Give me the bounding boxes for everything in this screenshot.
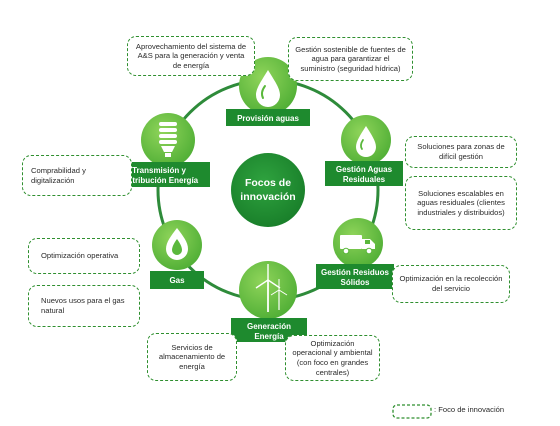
note-zonas-dificil: Soluciones para zonas de difícil gestión (405, 136, 517, 168)
node-label-residuales-2: Residuales (343, 175, 386, 184)
note-optimizacion-operativa: Optimización operativa (28, 238, 140, 274)
center-title-line1: Focos de (245, 177, 291, 189)
center-circle (231, 153, 305, 227)
legend-swatch (392, 404, 432, 419)
node-label-generacion-2: Energía (254, 332, 284, 341)
node-label-generacion-1: Generación (247, 322, 291, 331)
note-optimizacion-operacional: Optimización operacional y ambiental (co… (285, 335, 380, 381)
note-almacenamiento: Servicios de almacenamiento de energía (147, 333, 237, 381)
note-soluciones-escalables: Soluciones escalables en aguas residuale… (405, 176, 517, 230)
water-drop-icon (356, 126, 376, 157)
wind-turbine-icon (255, 264, 288, 312)
note-comprabilidad: Comprabilidad y digitalización (22, 155, 132, 196)
gas-flame-icon (166, 228, 188, 260)
node-label-residuos-1: Gestión Residuos (321, 268, 390, 277)
node-label-transmision-1: Transmisión y (132, 166, 186, 175)
note-nuevos-usos-gas: Nuevos usos para el gas natural (28, 285, 140, 327)
node-label-residuos-2: Sólidos (341, 278, 370, 287)
note-gestion-fuentes: Gestión sostenible de fuentes de agua pa… (288, 37, 413, 81)
node-aguas-residuales: Gestión Aguas Residuales (325, 115, 403, 186)
legend-label: : Foco de innovación (434, 405, 505, 414)
node-label-transmision-2: Distribución Energía (120, 176, 199, 185)
note-recoleccion: Optimización en la recolección del servi… (392, 265, 510, 303)
node-generacion-energia: Generación Energía (231, 261, 307, 342)
center-title-line2: innovación (240, 191, 295, 203)
node-label-gas: Gas (169, 276, 185, 285)
water-drop-icon (256, 70, 280, 107)
node-label-residuales-1: Gestión Aguas (336, 165, 393, 174)
light-bulb-icon (159, 122, 177, 157)
node-residuos-solidos: Gestión Residuos Sólidos (316, 218, 394, 289)
node-label-provision: Provisión aguas (237, 114, 299, 123)
truck-icon (340, 235, 375, 255)
note-aprovechamiento: Aprovechamiento del sistema de A&S para … (127, 36, 255, 76)
node-gas: Gas (150, 220, 204, 289)
